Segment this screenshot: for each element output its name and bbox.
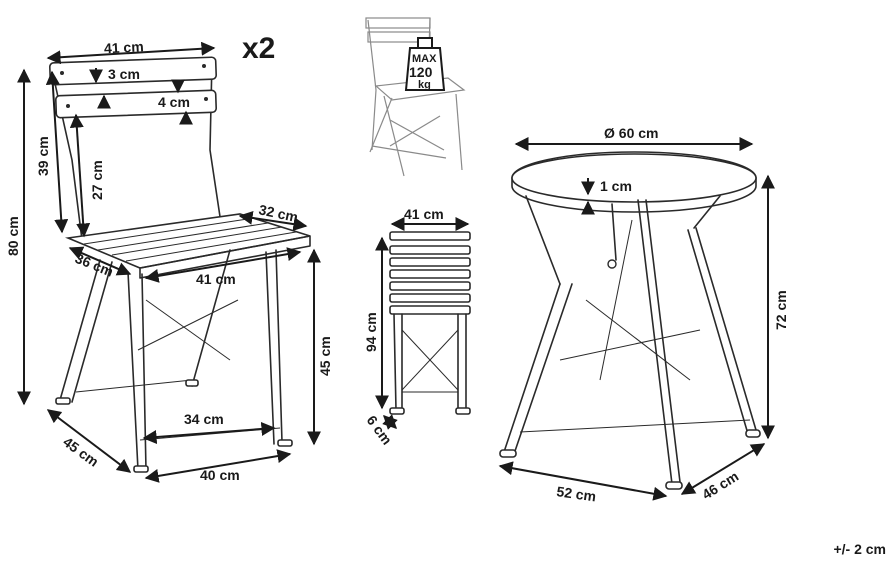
weight-tag-line1: MAX: [412, 53, 437, 65]
chair-leg-spread-label: 34 cm: [184, 411, 224, 427]
table-drawing: [499, 151, 761, 490]
chair-width-top-label: 41 cm: [104, 38, 144, 56]
chair-load-drawing: MAX 120 kg: [365, 17, 466, 177]
table-height-label: 72 cm: [773, 290, 789, 330]
table-base-depth-label: 46 cm: [699, 468, 741, 503]
table-dimensions: [498, 137, 775, 501]
weight-tag-line2: 120: [409, 64, 433, 80]
chair-base-depth-label: 45 cm: [60, 433, 102, 469]
table-top-thickness-label: 1 cm: [600, 178, 632, 194]
folded-height-label: 94 cm: [363, 312, 379, 352]
table-diameter-label: Ø 60 cm: [604, 125, 658, 141]
chair-slat-height-label: 4 cm: [158, 94, 190, 110]
folded-chair-dimensions: [375, 217, 470, 430]
chair-seat-height-label: 45 cm: [317, 336, 333, 376]
folded-width-label: 41 cm: [404, 206, 444, 222]
chair-slat-gap-label: 3 cm: [108, 66, 140, 82]
table-base-width-label: 52 cm: [556, 483, 598, 504]
quantity-label: x2: [242, 32, 275, 65]
folded-thickness-label: 6 cm: [364, 412, 396, 447]
weight-tag-icon: MAX 120 kg: [404, 37, 446, 91]
folded-chair-drawing: [389, 231, 471, 415]
weight-tag-line3: kg: [418, 79, 431, 91]
chair-total-height-label: 80 cm: [5, 216, 21, 256]
chair-seat-width-label: 41 cm: [196, 271, 236, 287]
chair-dimensions: [17, 41, 321, 483]
tolerance-note: +/- 2 cm: [833, 541, 886, 557]
chair-back-height-label: 39 cm: [35, 136, 51, 176]
chair-base-width-label: 40 cm: [200, 467, 240, 483]
chair-back-inner-label: 27 cm: [89, 160, 105, 200]
